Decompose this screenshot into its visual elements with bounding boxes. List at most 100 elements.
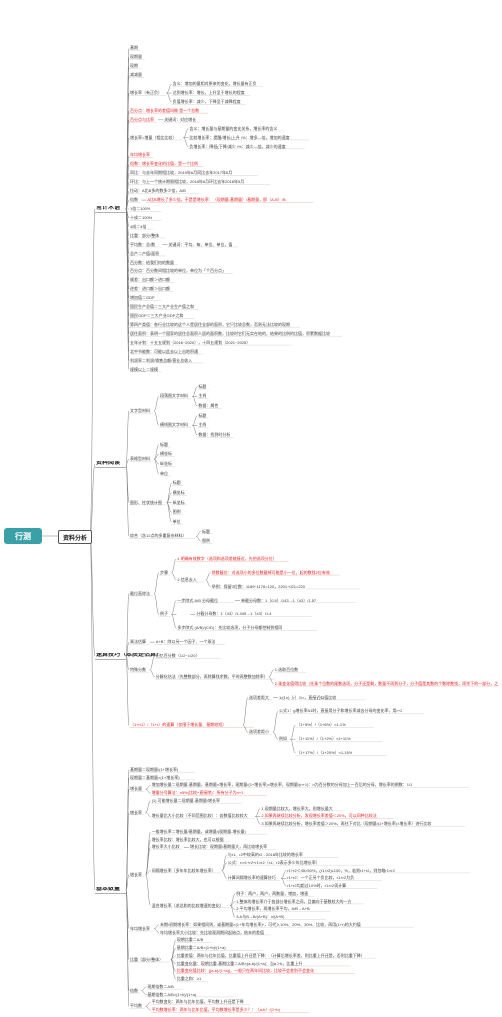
node-s0-25[interactable]: 国民生产总值＝三大产业生产值之和 [130, 304, 194, 310]
node-s0-13-0[interactable]: A比B增长了多少倍，不是是增长率：（现期量-基期量）/基期量，即（A-B）/B [147, 197, 286, 203]
node-s3-4-3-2-2[interactable]: r1+r2均超过10%时，r1×r2须计算 [287, 883, 347, 889]
node-s0-23[interactable]: 逆差：进口额＞出口额 [130, 286, 170, 292]
node-s1-3-0[interactable]: 标题 [202, 528, 210, 534]
node-s3-8-0[interactable]: 平均数变化：两年与比年比值，平均数上升还是下降 [151, 999, 244, 1005]
node-s2-3-1-0[interactable]: 公式1：g增长率N1时，直接用分子和增长率减去分母的变化率，用r+2 [279, 708, 403, 714]
node-s3-4-4[interactable]: 混合增长率（求总和的比较增速的变化） [151, 902, 224, 908]
section-3[interactable]: 基本数量 [96, 887, 121, 892]
node-s0-11[interactable]: 环比：与上一个统计期限相比较，2018年6月环比去年2018年5月 [130, 179, 245, 185]
node-s2-0-1-0-0[interactable]: 单截分母数：1（0.5）/143→1（43）/1.57 [241, 597, 317, 603]
node-s1-2-2[interactable]: 纵坐标 [172, 499, 185, 505]
node-s3-6-3[interactable]: 比重变化量：现期比重-基期比重＝A/B×(a-b)/(1+a)：当a＞b，比重上… [176, 960, 303, 966]
node-s0-18[interactable]: 平均数：总/数 [130, 241, 156, 247]
node-s2-0-1-0[interactable]: 一步除式 A/B 分母截位 [177, 597, 219, 603]
node-s0-7[interactable]: 增长率=增量（相比比较） [130, 134, 177, 140]
node-s1-0-0[interactable]: 段落图文字材料 [160, 393, 188, 399]
node-s3-4-2[interactable]: 增长率大小比较 [151, 844, 180, 850]
node-s3-3-1[interactable]: 增长量比大小比较（不同范围比较）：若数值比较较大 [151, 813, 248, 819]
section-2[interactable]: 速算技巧（本质是估算） [96, 653, 163, 658]
node-s3-0[interactable]: 基期量＝现期量/(1+增长率) [130, 766, 179, 772]
node-s0-21[interactable]: 百分点：百分数间相比较的单位，单位为「个百分点」 [130, 268, 226, 274]
node-s3-8-1[interactable]: 平均数增长率：两年与比年比值，平均数增长率是多少？：（a-b）/(1+b) [151, 1007, 280, 1013]
node-s2-3-1-1-1[interactable]: （1+11%）/（1+2%）≈1+11% [296, 736, 351, 742]
node-s1-0-1-2[interactable]: 数据：找到时分析 [198, 432, 231, 438]
node-s0-26[interactable]: 国民GDP＝三大产业GDP之和 [130, 313, 184, 319]
root-node[interactable]: 行测 [4, 528, 42, 544]
node-s3-4[interactable]: 增长率 [130, 871, 142, 877]
node-s3-4-3-1[interactable]: 公式：r=r1+r2+r1×r2（r1、r2表示多少年比增长率） [227, 859, 320, 865]
node-s0-2[interactable]: 现期 [130, 63, 138, 69]
node-s0-15[interactable]: 十成＝100% [130, 214, 153, 220]
node-s0-7-2[interactable]: 负增长率：降低(下降/减少 /%：减少—倍，减少的速度 [189, 143, 286, 149]
node-s0-9[interactable]: 倍数：增长率变化的比值，是一个比例 [130, 161, 198, 167]
node-s0-17[interactable]: 比重：部分/整体 [130, 232, 160, 238]
node-s1-1[interactable]: 表格型材料 [130, 456, 150, 462]
node-s3-4-3-2-0[interactable]: r1+r2＜45×50%，(r1×r2)≤100，%，若则r1+r2，则忽略r1… [287, 867, 395, 873]
node-s1-0-1-0[interactable]: 标题 [198, 412, 207, 418]
node-s3-4-4-2[interactable]: 2.平均增长率，两增长率平均，A/B→A+B [236, 906, 310, 912]
node-s1-3-1[interactable]: 图例 [202, 538, 210, 544]
node-s2-2-1-1[interactable]: 2.乘变化值得比较（先乘个位数的尾数选项，分子还是剩，数量不再到分子，分子值是其… [274, 680, 498, 686]
node-s0-20[interactable]: 百分数：给我们何的数量 [130, 259, 174, 265]
node-s1-1-2[interactable]: 纵坐标 [160, 461, 172, 466]
node-s0-6-0[interactable]: 关键词：对应增长 [164, 116, 197, 122]
node-s3-3-1-2[interactable]: 3.如果再继续比较分析，增长率差值＞20%，再往下对比（现期量/(1+增长率)×… [261, 821, 432, 827]
node-s3-4-3-2-1[interactable]: r1+r2：一个正另个负比较，r1×r2为负 [287, 875, 355, 881]
node-s2-0-0[interactable]: 步骤 [160, 569, 168, 575]
node-s3-5-1[interactable]: 年均增长率大小比较：先比较观测期间起始点，结末的差值 [160, 929, 264, 935]
node-s0-28[interactable]: 居住面积：表明一个国家的居住总面积人居的面积数，比较时它们无实在地的，结果的比例… [130, 330, 330, 336]
node-s3-5[interactable]: 年均增长率 [130, 925, 150, 931]
node-s3-1[interactable]: 现期量＝基期量×(1+增长率) [130, 774, 180, 780]
node-s3-2-1[interactable]: 增量分号算法：n5%(比较+直接除)：所有分子为n+1 [151, 790, 244, 796]
node-s3-4-1[interactable]: 增长率比较：增长率比较大，也可以根据 [151, 836, 224, 842]
node-s2-3-1-1-0[interactable]: （1+5%）/（1+6%）≈1-1% [296, 722, 346, 728]
node-s0-14[interactable]: 1倍＝100% [130, 206, 151, 211]
node-s0-29[interactable]: 五年计划：十五五规划（2016~2020），十四五规划（2021~2025） [130, 339, 251, 345]
main-topic-node[interactable]: 资料分析 [58, 530, 92, 544]
node-s0-24[interactable]: 增加值＝GDP [130, 295, 155, 301]
node-s0-4-1[interactable]: 达到增长率：增长，上升呈于增长的程度 [172, 90, 245, 96]
node-s3-6-0[interactable]: 现期比重＝A/B [176, 937, 204, 943]
node-s3-4-2-0[interactable]: 增长比较：现期量/基期量大，再比较增长率 [190, 844, 268, 850]
node-s3-7-1[interactable]: 基期倍数＝A/B×(1+b)/(1+a) [147, 991, 197, 997]
node-s0-32[interactable]: 规模以上＝规模 [130, 366, 158, 372]
node-s3-4-4-1[interactable]: 1.整体的增长率介于各部分增长率之间，且偏向于基数较大的一方 [236, 898, 352, 904]
node-s3-4-3-2[interactable]: 计算间隔增长率的速算技巧 [227, 875, 276, 881]
node-s1-0-0-0[interactable]: 标题 [198, 383, 207, 389]
node-s3-3-1-1[interactable]: 2.如果再继续比较分析，发现增长率差值＜20%，可以同种比较法 [261, 813, 377, 819]
node-s1-1-3[interactable]: 单位 [160, 470, 168, 476]
node-s3-3-0[interactable]: (1) 可能增长量＝现期量-基期量/增长率 [151, 797, 221, 803]
node-s1-0-0-2[interactable]: 数据：属性 [198, 403, 219, 409]
node-s3-2[interactable]: 增长量 [130, 786, 142, 792]
node-s1-0[interactable]: 文字型材料 [130, 407, 150, 413]
node-s3-2-0[interactable]: 增加增长量＝现期量-基期量，基期量×增长率，现期量/(1+增长率)×增长率，现期… [151, 782, 413, 788]
node-s2-3-0[interactable]: 选项差距大 [249, 694, 269, 700]
section-1[interactable]: 资料阅读 [96, 461, 121, 466]
node-s1-2[interactable]: 图形、柱状统计图 [130, 499, 162, 505]
node-s2-1-0[interactable]: A+B：除以另一个因子、一个乘法 [155, 639, 216, 645]
node-s3-7-0[interactable]: 现期倍数＝A/B [147, 983, 174, 989]
node-s2-0-0-0[interactable]: 1.明确有效数字（选项和选项差能接近，先把选项分位） [177, 555, 277, 561]
node-s1-3[interactable]: 综合（含12点的多重复杂材料） [130, 533, 187, 539]
node-s0-7-0[interactable]: 含义：增长量与基期量的变化关系，增长率的含义 [189, 125, 278, 131]
node-s2-0-0-1-0[interactable]: 除数截位：对选项小的多位数截掉可能是小一位，起的数找2位有效 [211, 569, 330, 575]
node-s3-4-3[interactable]: 间隔增长率（多年年比较年增长率） [151, 867, 216, 873]
node-s2-2-0[interactable]: 记忆百分数（1/2~1/20） [155, 653, 200, 658]
node-s0-31[interactable]: 利润率＝利润/销售总额/营业总收入 [130, 357, 193, 363]
node-s2-0[interactable]: 截位直除法 [130, 590, 150, 596]
node-s0-0[interactable]: 基期 [130, 45, 138, 51]
node-s3-6-5[interactable]: 比重之和：≥1 [176, 976, 202, 982]
node-s0-19[interactable]: 总产＝产值/面积 [130, 250, 160, 256]
node-s2-0-1-2[interactable]: 多步除式 (A/B)/(C/D)：先比较选项，分子分母都控制到相同 [177, 625, 283, 631]
node-s0-22[interactable]: 顺差：出口额＞进口额 [130, 277, 170, 283]
node-s2-2-1-0[interactable]: 1.选取百位数 [274, 666, 299, 672]
node-s3-7[interactable]: 倍数 [130, 987, 138, 993]
node-s3-8[interactable]: 平均数 [130, 1003, 142, 1009]
node-s1-0-1-1[interactable]: 主线 [198, 422, 207, 428]
node-s3-4-4-0[interactable]: 例子：两户，两户，两数量，增加，增速 [236, 890, 309, 896]
node-s2-0-1-1-0[interactable]: 分截分母数：1（43）/1.349→1（43）/1.4 [196, 611, 272, 617]
node-s0-30[interactable]: 北中节能数：可能以此去以上出地积通 [130, 348, 198, 354]
node-s3-4-3-0[interactable]: 与r1、r2中较高的r2 - 2018年比较的增长率 [227, 852, 303, 858]
node-s1-1-1[interactable]: 横坐标 [160, 451, 172, 457]
node-s0-7-1[interactable]: 比较增长率：提醒/增长(上升 /%：增多—倍，增加的速度 [189, 134, 290, 140]
